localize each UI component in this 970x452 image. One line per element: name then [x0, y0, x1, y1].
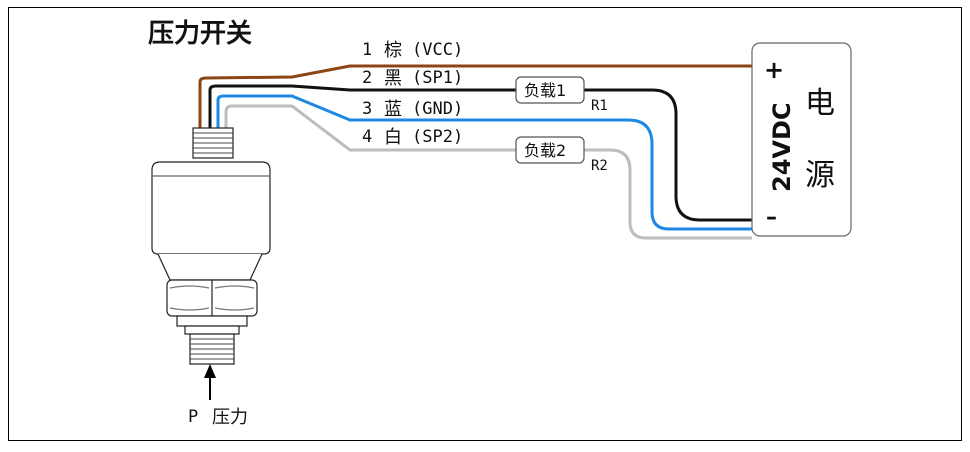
wire-label-3: 3 蓝 (GND): [362, 99, 463, 120]
wire-color-4: 白: [384, 127, 402, 148]
power-plus-terminal: +: [764, 56, 784, 84]
pressure-symbol: P: [188, 407, 198, 427]
pressure-label: 压力: [212, 407, 248, 428]
wire-label-4: 4 白 (SP2): [362, 127, 463, 148]
wire-color-2: 黑: [384, 68, 402, 89]
sensor-neck: [157, 253, 263, 281]
wire-number-4: 4: [362, 127, 372, 147]
wire-color-3: 蓝: [384, 99, 402, 120]
wire-signal-3: (GND): [412, 99, 463, 119]
load-2-label: 负载2: [524, 141, 566, 160]
diagram-frame: [8, 7, 962, 441]
sensor-connector-thread: [193, 132, 233, 154]
load-1: 负载1 R1: [515, 76, 608, 114]
wire-blue-gnd: [216, 94, 752, 231]
wire-color-1: 棕: [384, 40, 402, 61]
wire-group: [198, 64, 752, 240]
wire-number-3: 3: [362, 99, 372, 119]
wire-brown-vcc: [198, 64, 752, 128]
power-supply: + – 24VDC 电 源: [751, 42, 852, 237]
wire-number-1: 1: [362, 40, 372, 60]
wire-signal-2: (SP1): [412, 68, 463, 88]
wire-signal-4: (SP2): [412, 127, 463, 147]
power-supply-box: [751, 42, 852, 237]
wire-label-1: 1 棕 (VCC): [362, 40, 463, 61]
diagram-title: 压力开关: [148, 19, 252, 49]
sensor-port-thread: [190, 338, 234, 360]
power-minus-terminal: –: [766, 205, 777, 230]
load-2-box: [515, 136, 585, 164]
sensor-housing: [151, 161, 271, 255]
power-name-char-2: 源: [805, 158, 835, 193]
wire-black-sp1: [208, 84, 752, 222]
wire-white-sp2: [224, 104, 752, 240]
wire-signal-1: (VCC): [412, 40, 463, 60]
load-1-box: [515, 76, 585, 104]
load-1-label: 负载1: [524, 81, 566, 100]
pressure-arrow: [204, 364, 216, 400]
sensor-flange: [184, 325, 240, 335]
wire-number-2: 2: [362, 68, 372, 88]
load-1-ref: R1: [591, 98, 608, 114]
power-name-char-1: 电: [805, 86, 835, 121]
sensor-collar: [176, 315, 248, 327]
wire-label-2: 2 黑 (SP1): [362, 68, 463, 89]
load-2: 负载2 R2: [515, 136, 608, 174]
power-voltage-label: 24VDC: [768, 102, 796, 192]
pressure-switch-sensor: [151, 127, 271, 365]
load-2-ref: R2: [591, 158, 608, 174]
